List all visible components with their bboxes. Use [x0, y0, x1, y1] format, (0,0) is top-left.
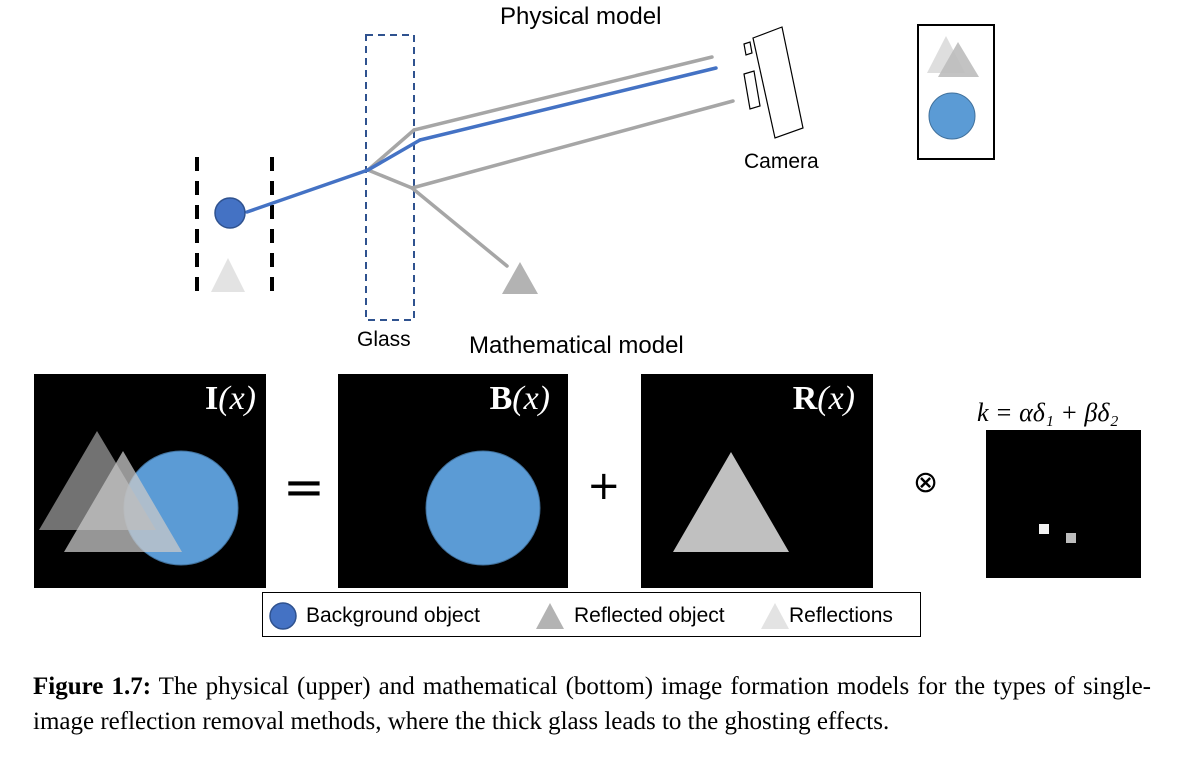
- legend: Background object Reflected object Refle…: [262, 592, 921, 637]
- reflection-rays: [366, 55, 735, 268]
- kernel-content: [1039, 524, 1076, 543]
- mathematical-model-title: Mathematical model: [469, 332, 684, 359]
- reflection-image-label: R(x): [792, 380, 855, 417]
- reflection-source: [211, 258, 245, 292]
- background-image-label: B(x): [489, 380, 550, 417]
- legend-item-background-object: Background object: [268, 593, 480, 638]
- legend-label-background-object: Background object: [306, 603, 480, 627]
- camera-icon: [743, 26, 804, 139]
- observed-image-label: I(x): [205, 380, 256, 417]
- reflected-object: [502, 262, 538, 294]
- preview-gray-triangle: [938, 42, 979, 77]
- background-image-content: [425, 450, 541, 566]
- blue-circle-icon: [269, 601, 297, 630]
- kernel-delta-1: [1039, 524, 1049, 534]
- convolution-operator: ⊗: [913, 465, 939, 500]
- reflection-image-content: [673, 452, 789, 552]
- gray-triangle-icon: [536, 602, 564, 629]
- glass-pane: [365, 34, 415, 321]
- physical-model-title: Physical model: [500, 3, 662, 30]
- reflection-image-panel: R(x): [641, 374, 873, 588]
- legend-item-reflections: Reflections: [759, 593, 893, 638]
- legend-label-reflected-object: Reflected object: [574, 603, 725, 627]
- observed-image-content: [39, 431, 239, 566]
- kernel-panel: [986, 430, 1141, 578]
- preview-circle: [928, 92, 976, 140]
- light-triangle-icon: [761, 602, 789, 629]
- figure-caption: Figure 1.7: The physical (upper) and mat…: [33, 669, 1151, 739]
- legend-label-reflections: Reflections: [789, 603, 893, 627]
- physical-model-diagram: [195, 24, 995, 321]
- observed-image-panel: I(x): [34, 374, 266, 588]
- background-ray: [245, 66, 718, 214]
- background-image-panel: B(x): [338, 374, 568, 588]
- plus-sign: +: [587, 463, 621, 509]
- kernel-formula: k = αδ₁ + βδ₂: [977, 398, 1119, 427]
- glass-label: Glass: [357, 328, 411, 351]
- kernel-delta-2: [1066, 533, 1076, 543]
- equals-sign: =: [283, 458, 325, 516]
- legend-item-reflected-object: Reflected object: [534, 593, 725, 638]
- caption-text: The physical (upper) and mathematical (b…: [33, 673, 1151, 735]
- caption-label: Figure 1.7:: [33, 673, 152, 700]
- camera-label: Camera: [744, 150, 819, 173]
- background-object: [214, 197, 246, 229]
